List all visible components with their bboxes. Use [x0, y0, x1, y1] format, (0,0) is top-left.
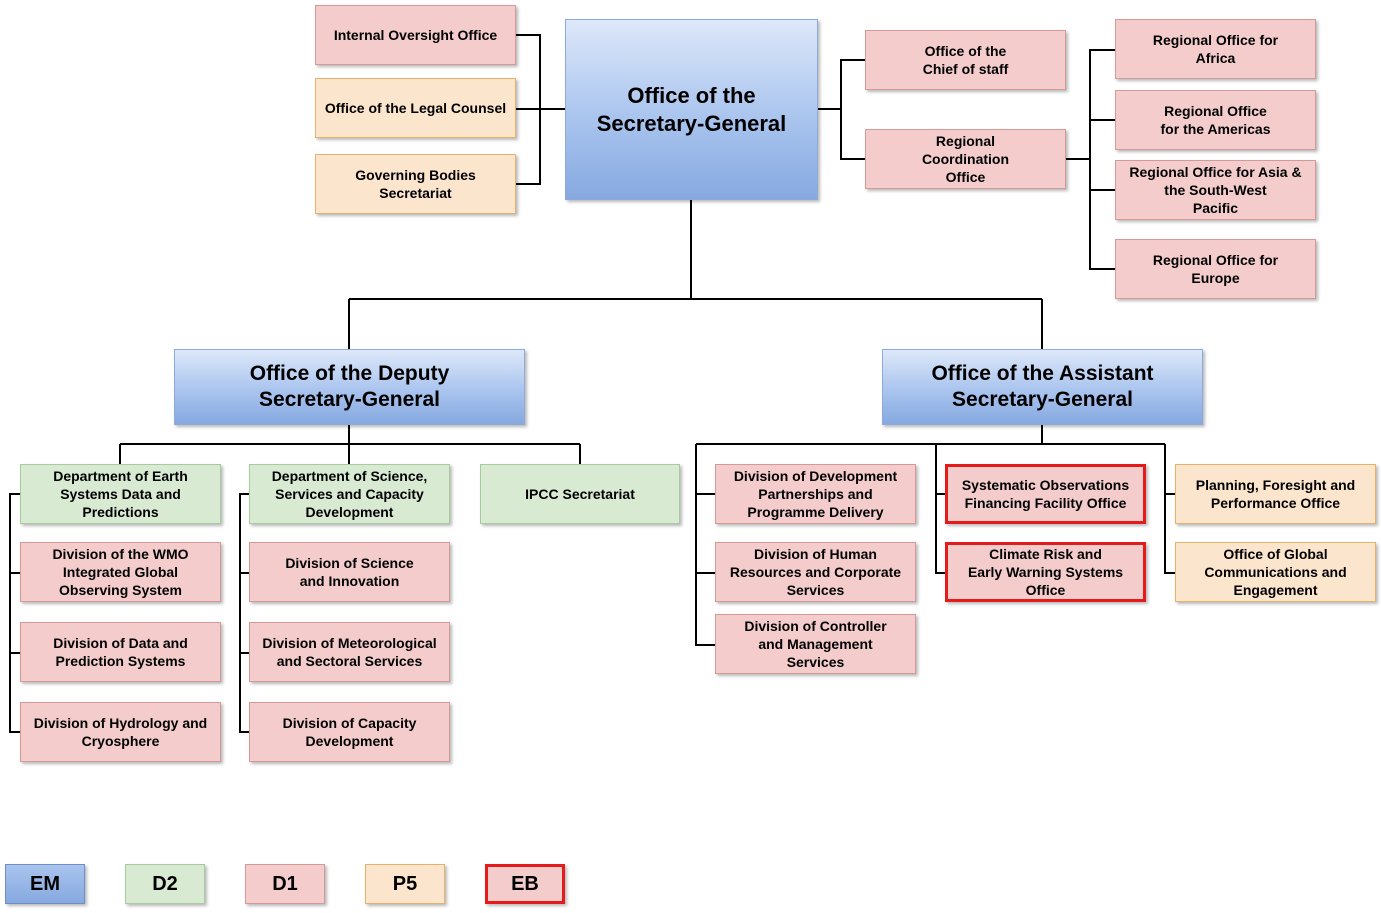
regional-coordination-office: Regional Coordination Office: [865, 129, 1066, 189]
regional-office-americas: Regional Office for the Americas: [1115, 90, 1316, 150]
dept-science-services: Department of Science, Services and Capa…: [249, 464, 450, 524]
division-meteorological-services: Division of Meteorological and Sectoral …: [249, 622, 450, 682]
legend-em: EM: [5, 864, 85, 904]
office-deputy-secretary-general: Office of the Deputy Secretary-General: [174, 349, 525, 425]
legend-eb: EB: [485, 864, 565, 904]
legend-d2: D2: [125, 864, 205, 904]
connector-asg-right-bracket: [1164, 444, 1175, 574]
regional-office-africa: Regional Office for Africa: [1115, 19, 1316, 79]
division-wigos: Division of the WMO Integrated Global Ob…: [20, 542, 221, 602]
legal-counsel-office: Office of the Legal Counsel: [315, 78, 516, 138]
crews-office: Climate Risk and Early Warning Systems O…: [945, 542, 1146, 602]
connector-ro-bracket: [1089, 49, 1115, 270]
connector-science-bracket: [239, 493, 249, 733]
division-human-resources: Division of Human Resources and Corporat…: [715, 542, 916, 602]
division-science-innovation: Division of Science and Innovation: [249, 542, 450, 602]
division-development-partnerships: Division of Development Partnerships and…: [715, 464, 916, 524]
division-data-prediction: Division of Data and Prediction Systems: [20, 622, 221, 682]
planning-foresight-office: Planning, Foresight and Performance Offi…: [1175, 464, 1376, 524]
dept-earth-systems: Department of Earth Systems Data and Pre…: [20, 464, 221, 524]
ipcc-secretariat: IPCC Secretariat: [480, 464, 680, 524]
connector-earth-bracket: [9, 493, 20, 733]
division-controller-management: Division of Controller and Management Se…: [715, 614, 916, 674]
chief-of-staff-office: Office of the Chief of staff: [865, 30, 1066, 90]
division-capacity-development: Division of Capacity Development: [249, 702, 450, 762]
sofo-office: Systematic Observations Financing Facili…: [945, 464, 1146, 524]
connector-asg-mid-bracket: [935, 444, 945, 574]
office-assistant-secretary-general: Office of the Assistant Secretary-Genera…: [882, 349, 1203, 425]
division-hydrology-cryosphere: Division of Hydrology and Cryosphere: [20, 702, 221, 762]
regional-office-europe: Regional Office for Europe: [1115, 239, 1316, 299]
connector-right-bracket: [840, 59, 865, 160]
office-secretary-general: Office of the Secretary-General: [565, 19, 818, 200]
legend-d1: D1: [245, 864, 325, 904]
regional-office-asia-pacific: Regional Office for Asia & the South-Wes…: [1115, 160, 1316, 220]
global-communications-office: Office of Global Communications and Enga…: [1175, 542, 1376, 602]
governing-bodies-secretariat: Governing Bodies Secretariat: [315, 154, 516, 214]
connector-asg-left-bracket: [695, 444, 715, 646]
internal-oversight-office: Internal Oversight Office: [315, 5, 516, 65]
legend-p5: P5: [365, 864, 445, 904]
